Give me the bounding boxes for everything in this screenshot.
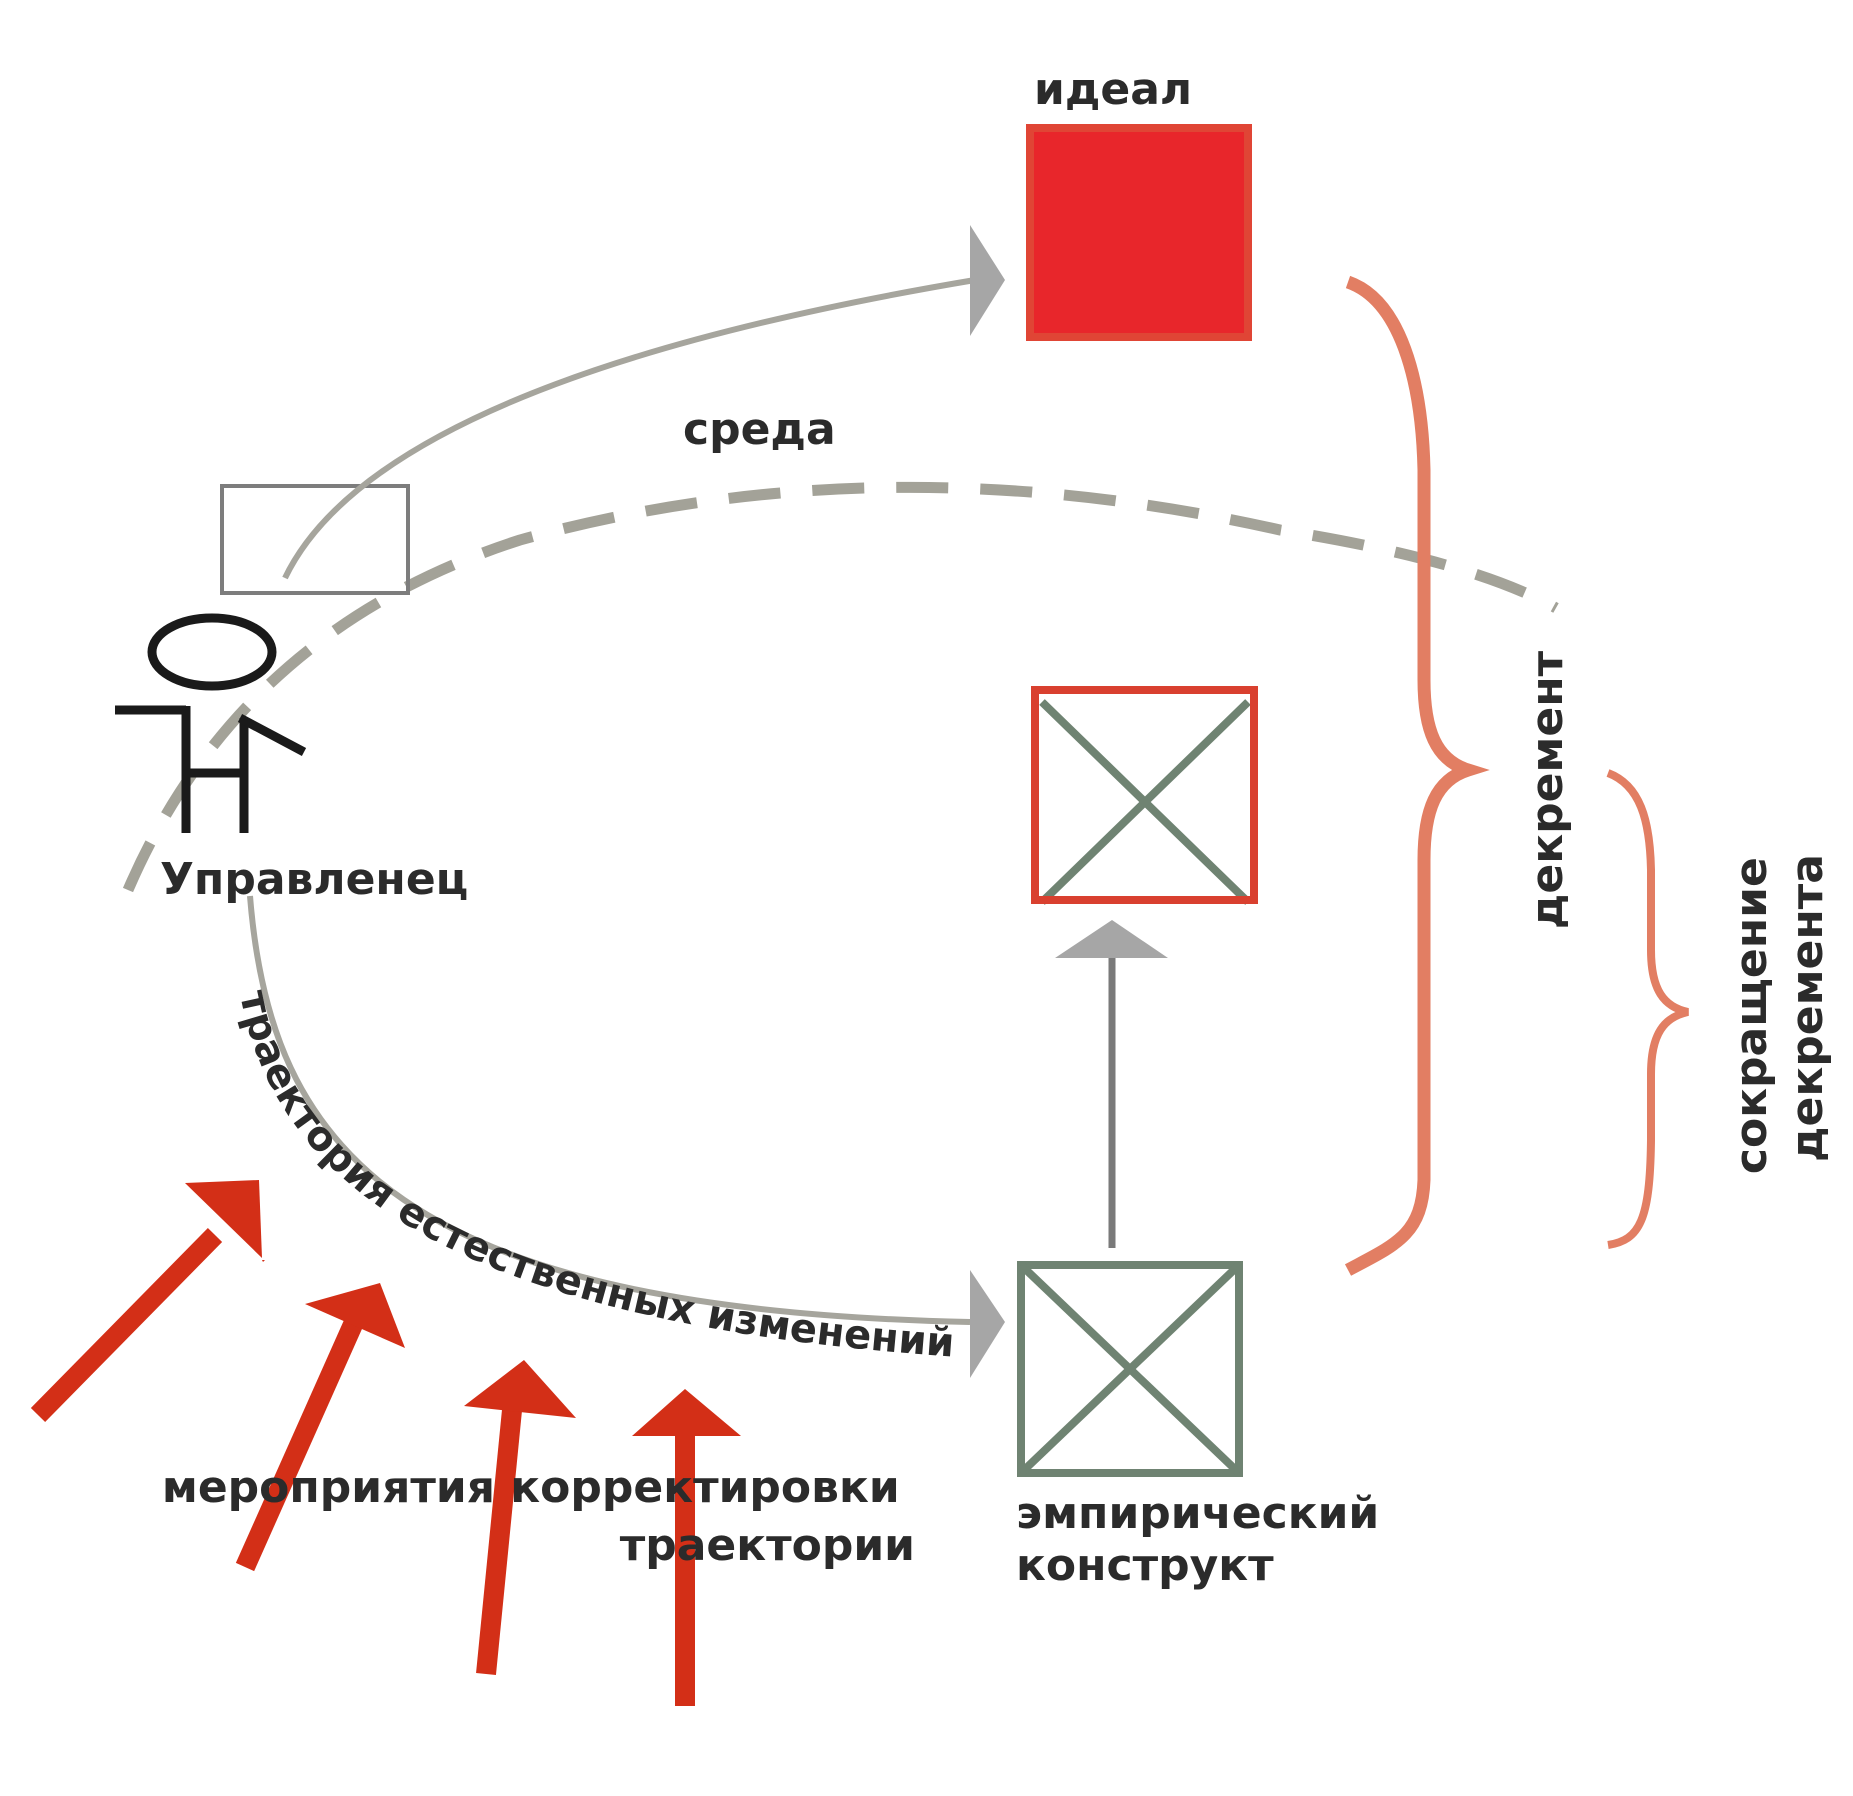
ideal-square [1026,124,1252,341]
natural-trajectory-arrowhead [970,1270,1005,1378]
correction-arrow-3 [464,1360,576,1675]
decrement-label: декремент [1522,650,1573,929]
improvement-arrow-head [1055,920,1168,958]
empirical-construct-line-2: конструкт [1016,1540,1274,1591]
empirical-construct-line-1: эмпирический [1016,1488,1379,1539]
decrement-reduction-label: сокращение декремента [1726,842,1833,1174]
decrement-reduction-brace [1606,769,1689,1249]
environment-dashed-boundary [122,481,1559,893]
decrement-reduction-line-2: декремента [1782,854,1833,1162]
manager-stick-figure-icon [115,613,307,833]
correction-measures-label: мероприятия корректировки траектории [162,1462,915,1571]
correction-measures-line-1: мероприятия корректировки [162,1462,900,1513]
empirical-construct-label: эмпирический конструкт [1016,1488,1395,1591]
correction-measures-line-2: траектории [620,1520,915,1571]
target-crossed-box-icon [1031,686,1258,905]
correction-arrow-1 [30,1180,265,1423]
decrement-reduction-line-1: сокращение [1726,857,1777,1174]
manager-label: Управленец [160,854,468,905]
environment-label: среда [683,404,836,455]
correction-arrow-2 [235,1283,405,1572]
ideal-label: идеал [1034,64,1192,115]
correction-arrow-4 [632,1389,741,1706]
decrement-brace [1344,275,1490,1276]
arrow-to-ideal-curve [282,277,976,580]
natural-trajectory-curve [247,895,971,1325]
empirical-construct-crossed-box-icon [1017,1261,1243,1477]
arrow-to-ideal-head [970,225,1005,336]
manager-note-box [220,484,410,595]
